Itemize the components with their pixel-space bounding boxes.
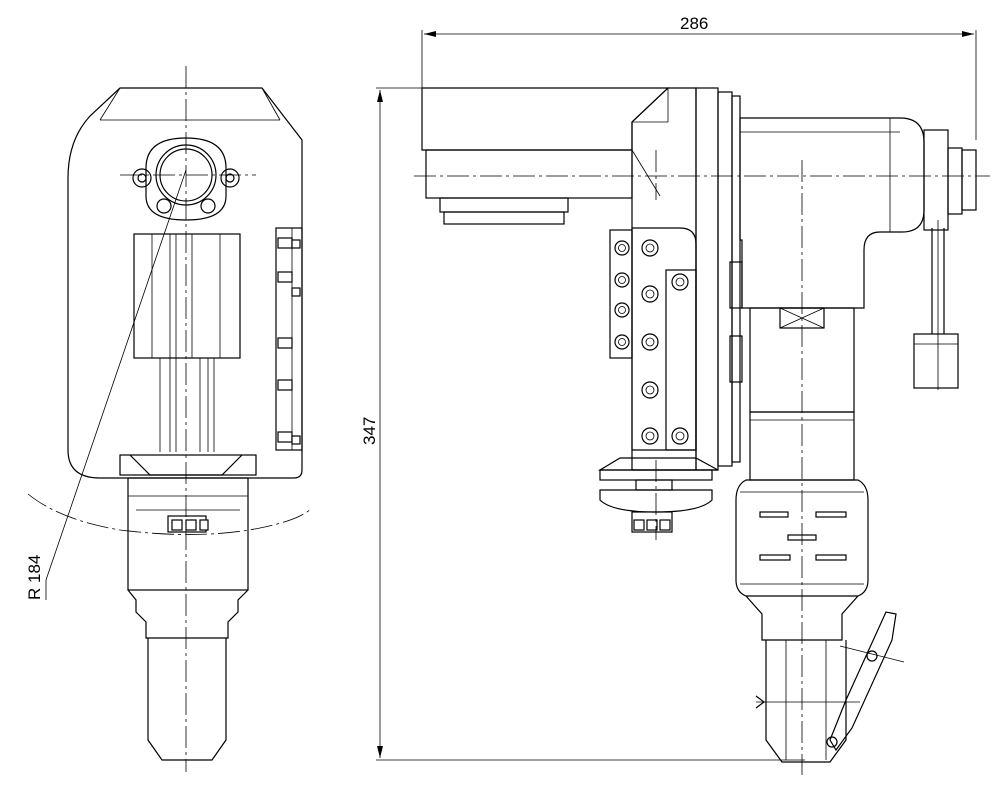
side-view: 286 347 [360, 14, 990, 775]
main-body [631, 87, 741, 471]
plate-bolts [614, 239, 689, 445]
radius-arc [27, 493, 313, 535]
clamp-block [133, 233, 241, 359]
radius-label: R 184 [25, 555, 44, 600]
guide-rods [159, 358, 215, 452]
front-housing [67, 87, 303, 479]
clip-lever [755, 611, 905, 752]
radius-leader [45, 169, 187, 581]
front-view: R 184 [25, 66, 313, 772]
drive-head [729, 117, 977, 383]
base-foot [597, 457, 719, 533]
height-label: 347 [360, 417, 379, 445]
lower-column [735, 307, 869, 763]
front-lower-body [119, 454, 257, 761]
upper-arm [421, 87, 670, 225]
width-dimension: 286 [421, 14, 977, 150]
width-label: 286 [680, 14, 708, 33]
side-handle [913, 220, 959, 390]
bolt-plate [609, 227, 697, 451]
height-dimension: 347 [360, 87, 805, 761]
side-bracket [275, 227, 303, 451]
side-bolts [277, 237, 301, 445]
